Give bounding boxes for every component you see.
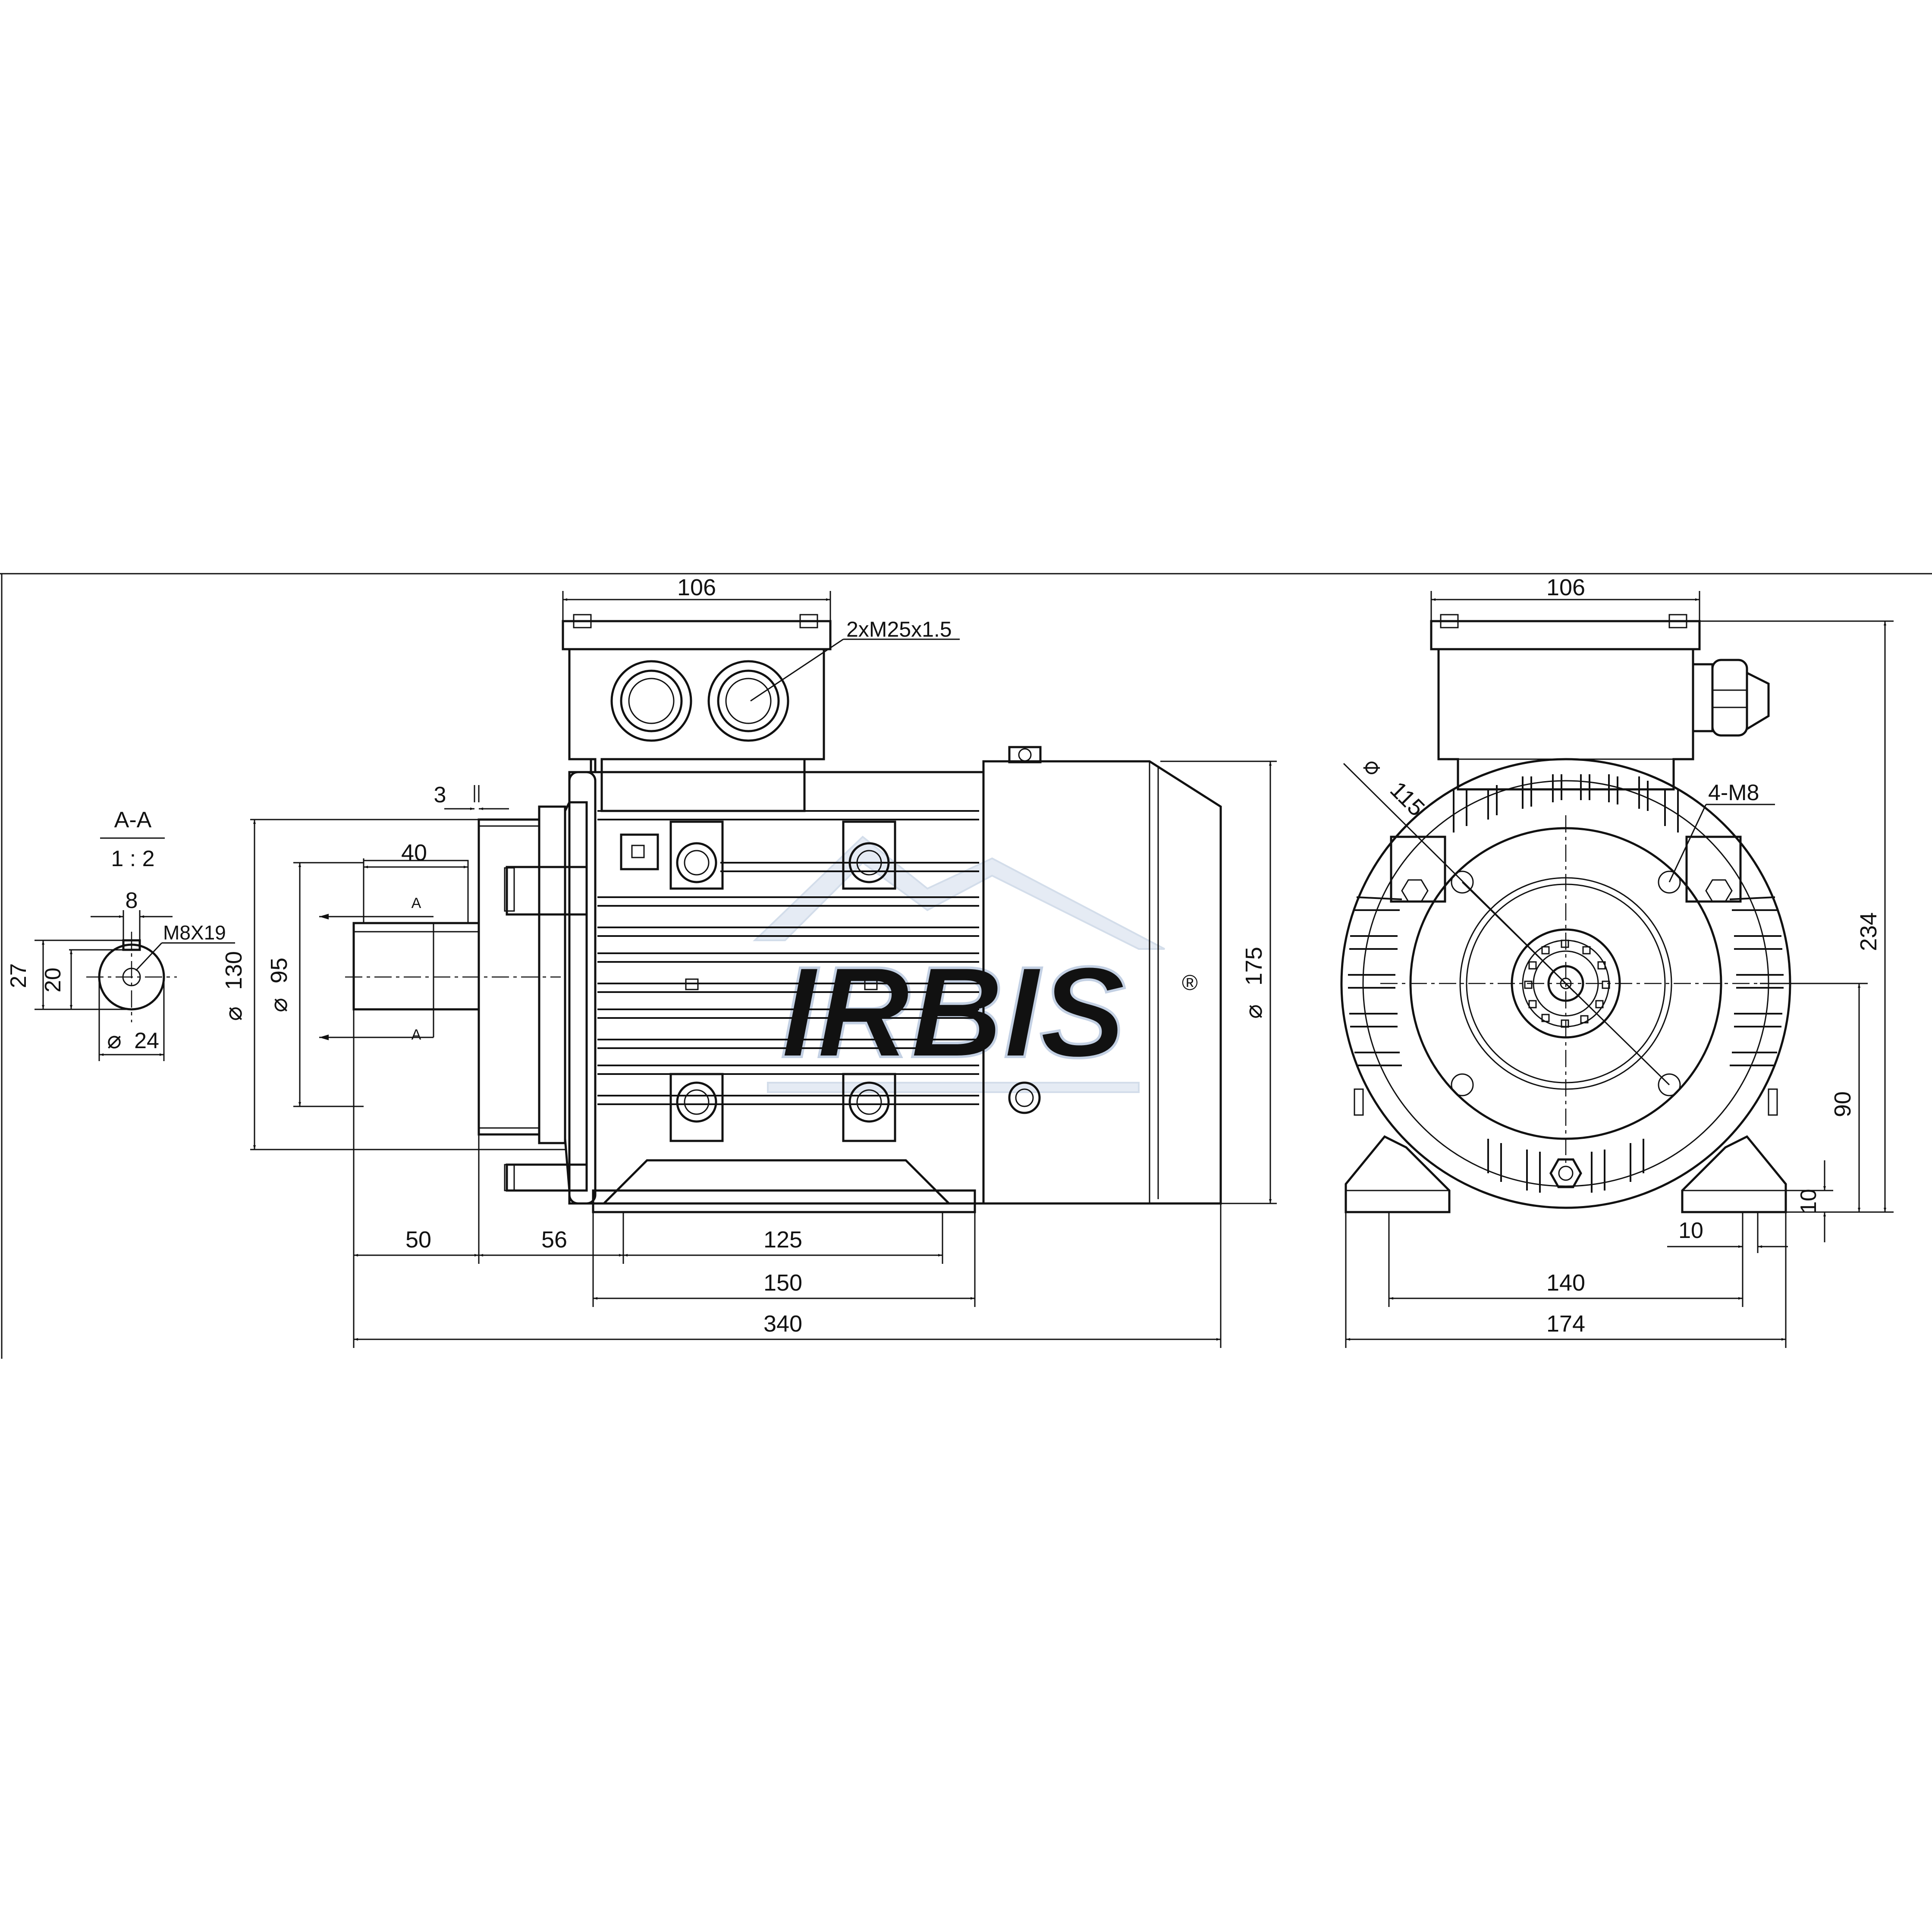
housing-end-band bbox=[568, 771, 597, 1205]
end-bottom-fins bbox=[1487, 1139, 1644, 1193]
flange-hole-3 bbox=[1451, 1073, 1474, 1096]
watermark-mountain bbox=[753, 836, 1165, 950]
dim-foot-slot: 10 bbox=[1678, 1218, 1703, 1243]
section-mark-top: A bbox=[412, 895, 421, 911]
dim-50: 50 bbox=[405, 1227, 431, 1253]
section-scale: 1 : 2 bbox=[111, 846, 154, 871]
mount-boss-bottom-left bbox=[669, 1073, 724, 1142]
cable-gland-left bbox=[610, 660, 692, 742]
dim-foot-thickness: 10 bbox=[1796, 1189, 1821, 1214]
lid-screw-right bbox=[799, 614, 818, 628]
dim-shaft-dia: 24 bbox=[134, 1028, 159, 1053]
bottom-hex-nut bbox=[1549, 1158, 1582, 1188]
thread-spec: M8X19 bbox=[163, 921, 226, 944]
dim-40: 40 bbox=[401, 840, 427, 866]
lug-box-left bbox=[620, 833, 659, 870]
side-bolt-left bbox=[1354, 1088, 1364, 1116]
section-title: A-A bbox=[114, 807, 152, 832]
dim-3: 3 bbox=[434, 782, 446, 807]
dim-125: 125 bbox=[763, 1227, 802, 1253]
dia-symbol-24: ⌀ bbox=[107, 1026, 122, 1053]
dim-shaft-height-90: 90 bbox=[1830, 1091, 1856, 1117]
end-view: 106 bbox=[1340, 575, 1894, 1348]
irbis-watermark: IRBIS ® bbox=[753, 836, 1198, 1093]
end-side-fins bbox=[1348, 896, 1784, 1066]
watermark-registered: ® bbox=[1182, 971, 1198, 995]
flange-ring bbox=[538, 805, 566, 1144]
side-bolt-right bbox=[1768, 1088, 1778, 1116]
terminal-box-body bbox=[568, 648, 825, 773]
terminal-box-base bbox=[590, 758, 597, 772]
hex-nut-right bbox=[1705, 879, 1733, 902]
fin-rivet-2 bbox=[864, 978, 878, 990]
dim-height-234: 234 bbox=[1856, 912, 1882, 951]
dim-foot-spacing: 140 bbox=[1546, 1270, 1585, 1296]
cable-gland-right bbox=[707, 660, 789, 742]
dim-base-width: 174 bbox=[1546, 1311, 1585, 1337]
section-a-a: A-A 1 : 2 8 M8X19 27 20 ⌀ 24 bbox=[6, 807, 235, 1061]
dim-box-width-side: 106 bbox=[677, 575, 716, 600]
shield-lug-top bbox=[506, 866, 588, 916]
hex-nut-left bbox=[1401, 879, 1429, 902]
dim-20: 20 bbox=[41, 968, 66, 993]
bolt-head-bottom bbox=[504, 1164, 515, 1191]
bearing-balls bbox=[1524, 939, 1610, 1028]
holes-spec: 4-M8 bbox=[1708, 780, 1759, 805]
mount-boss-top-right bbox=[842, 820, 896, 890]
side-view: 106 2xM25x1.5 bbox=[220, 575, 1277, 1348]
cooling-fins bbox=[597, 810, 979, 1105]
flange-hole-4 bbox=[1658, 1073, 1681, 1096]
bolt-head-top bbox=[504, 867, 515, 912]
flange-hole-2 bbox=[1658, 870, 1681, 894]
dim-56: 56 bbox=[541, 1227, 567, 1253]
flange-lug-tl bbox=[1390, 836, 1446, 903]
dim-dia-95: 95 bbox=[266, 958, 292, 983]
dim-dia-175: 175 bbox=[1241, 947, 1267, 986]
end-cable-gland bbox=[1692, 659, 1770, 737]
mount-boss-bottom-right bbox=[842, 1073, 896, 1142]
dim-340: 340 bbox=[763, 1311, 802, 1337]
dim-key-width: 8 bbox=[126, 888, 138, 913]
gland-spec-label: 2xM25x1.5 bbox=[846, 617, 952, 641]
end-terminal-box-body bbox=[1437, 648, 1694, 791]
flange-hole-1 bbox=[1451, 870, 1474, 894]
drawing-frame bbox=[0, 573, 1932, 1359]
fan-cover-bolt-side bbox=[1008, 1081, 1041, 1114]
terminal-box-lid bbox=[562, 620, 832, 650]
foot-base bbox=[592, 1189, 976, 1213]
shield-lug-bottom bbox=[506, 1163, 588, 1192]
end-top-fins bbox=[1453, 774, 1679, 832]
shaft-key bbox=[363, 860, 469, 924]
fan-cover-bolt-top bbox=[1008, 746, 1042, 763]
lid-screw-left bbox=[573, 614, 592, 628]
dim-150: 150 bbox=[763, 1270, 802, 1296]
end-foot-right bbox=[1681, 1135, 1787, 1213]
end-foot-left bbox=[1345, 1135, 1451, 1213]
motor-foot bbox=[601, 1159, 952, 1205]
dia-symbol-130: ⌀ bbox=[220, 1006, 247, 1021]
dim-box-width-end: 106 bbox=[1546, 575, 1585, 600]
terminal-box-neck bbox=[600, 758, 806, 812]
mount-boss-top-left bbox=[669, 820, 724, 890]
end-terminal-box-lid bbox=[1430, 620, 1701, 650]
section-mark-bottom: A bbox=[412, 1027, 421, 1043]
dim-27: 27 bbox=[6, 963, 31, 988]
flange-lug-tr bbox=[1685, 836, 1742, 903]
fin-rivet-1 bbox=[685, 978, 699, 990]
dim-pcd-115: 115 bbox=[1385, 777, 1429, 821]
dim-dia-130: 130 bbox=[221, 951, 247, 990]
dia-symbol-95: ⌀ bbox=[265, 998, 292, 1012]
dia-symbol-175: ⌀ bbox=[1240, 1004, 1267, 1019]
dia-symbol-115: ⌀ bbox=[1359, 751, 1388, 781]
shaft bbox=[352, 922, 480, 1011]
watermark-underline bbox=[767, 1082, 1140, 1093]
